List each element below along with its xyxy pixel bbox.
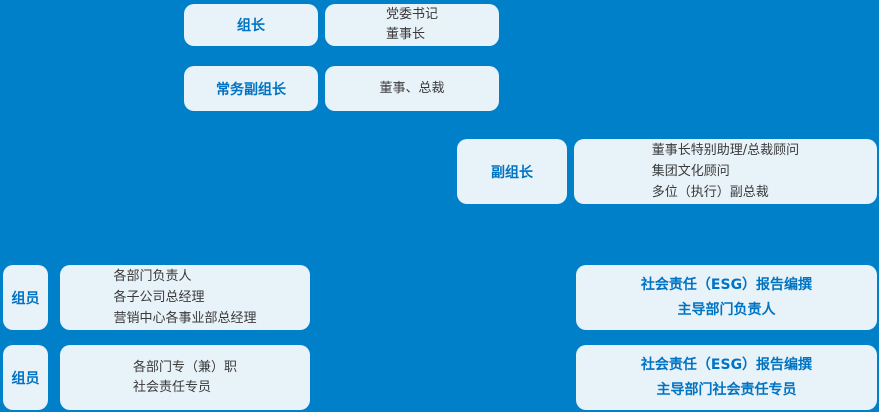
role-label-member-1: 组员 [11, 290, 40, 307]
role-label-leader: 组长 [237, 18, 265, 34]
role-desc-line: 多位（执行）副总裁 [651, 185, 769, 200]
role-box-leader: 组长 [184, 4, 318, 46]
role-desc-line: 董事长 [385, 27, 425, 42]
role-label-exec-deputy-leader: 常务副组长 [216, 81, 286, 98]
esg-report-line: 社会责任（ESG）报告编撰 [640, 357, 813, 373]
bottom-edge-divider [0, 412, 879, 414]
esg-report-line: 主导部门负责人 [677, 302, 776, 318]
role-desc-line: 董事长特别助理/总裁顾问 [651, 143, 800, 158]
role-box-exec-deputy-leader: 常务副组长 [184, 66, 318, 111]
role-label-member-2: 组员 [11, 370, 40, 387]
role-desc-line: 社会责任专员 [132, 379, 211, 395]
role-box-deputy-leader: 副组长 [457, 139, 567, 204]
role-desc-line: 集团文化顾问 [651, 164, 730, 179]
role-desc-box-exec-deputy-leader: 董事、总裁 [325, 66, 499, 111]
esg-report-box-specialists: 社会责任（ESG）报告编撰 主导部门社会责任专员 [576, 345, 877, 410]
role-desc-line: 营销中心各事业部总经理 [113, 311, 257, 326]
role-desc-line: 党委书记 [385, 7, 438, 22]
role-label-deputy-leader: 副组长 [491, 164, 533, 181]
role-desc-line: 各部门负责人 [113, 269, 192, 284]
role-desc-line: 董事、总裁 [379, 80, 445, 96]
esg-report-line: 社会责任（ESG）报告编撰 [640, 277, 813, 293]
esg-report-line: 主导部门社会责任专员 [656, 382, 797, 398]
role-desc-box-member-2: 各部门专（兼）职 社会责任专员 [60, 345, 310, 410]
role-desc-box-member-1: 各部门负责人 各子公司总经理 营销中心各事业部总经理 [60, 265, 310, 330]
role-box-member-1: 组员 [3, 265, 48, 330]
esg-report-box-leaders: 社会责任（ESG）报告编撰 主导部门负责人 [576, 265, 877, 330]
role-desc-box-leader: 党委书记 董事长 [325, 4, 499, 46]
role-desc-box-deputy-leader: 董事长特别助理/总裁顾问 集团文化顾问 多位（执行）副总裁 [574, 139, 877, 204]
role-desc-line: 各子公司总经理 [113, 290, 205, 305]
role-box-member-2: 组员 [3, 345, 48, 410]
role-desc-line: 各部门专（兼）职 [132, 359, 237, 375]
